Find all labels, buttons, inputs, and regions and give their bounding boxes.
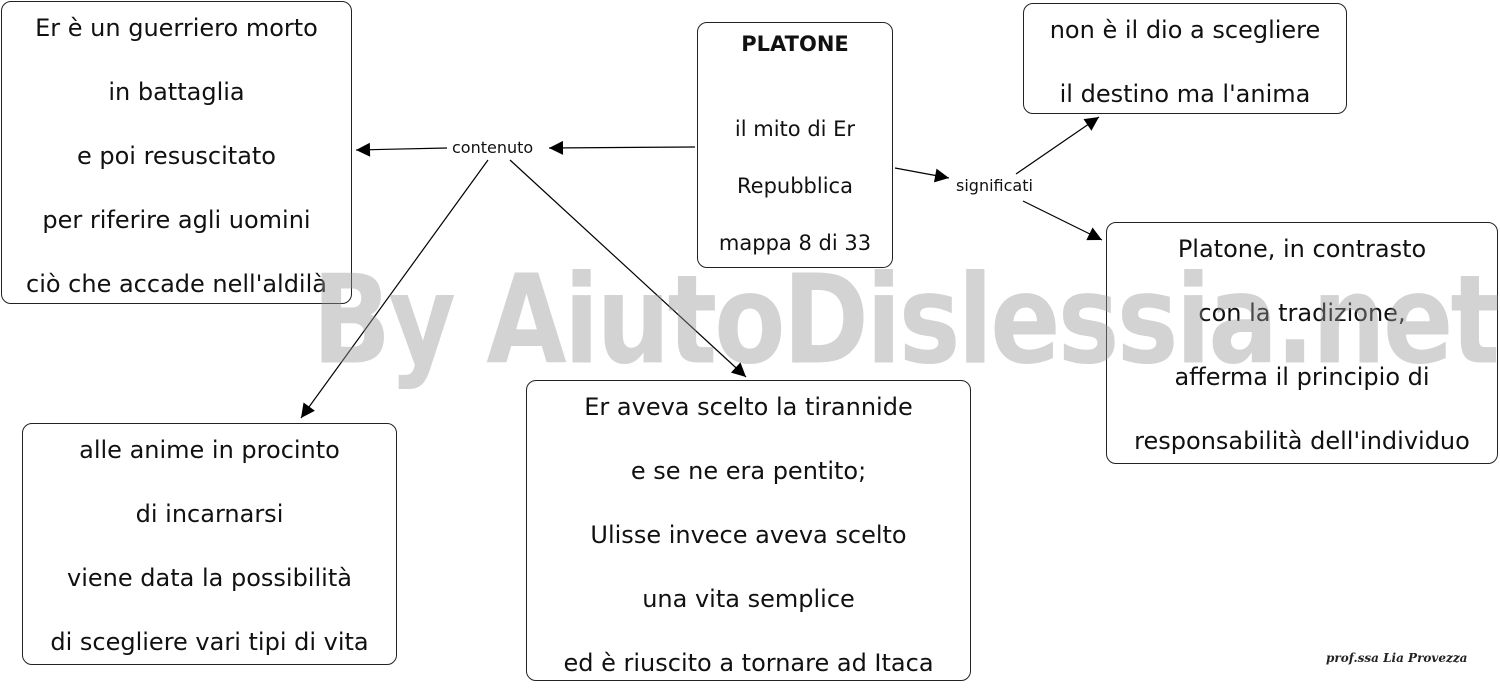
- link-label-significati: significati: [953, 176, 1036, 195]
- node-text: Repubblica: [737, 174, 853, 198]
- watermark: By AiutoDislessia.net: [312, 248, 1500, 392]
- node-platone: PLATONE il mito di Er Repubblica mappa 8…: [697, 22, 893, 268]
- node-text: Er è un guerriero morto: [35, 14, 318, 42]
- node-title: PLATONE: [741, 32, 849, 56]
- node-text: viene data la possibilità: [67, 564, 352, 592]
- node-contrasto: Platone, in contrasto con la tradizione,…: [1106, 222, 1498, 464]
- node-text: ed è riuscito a tornare ad Itaca: [563, 649, 934, 677]
- node-text: non è il dio a scegliere: [1049, 16, 1321, 44]
- connector-platone-significati: [894, 167, 950, 183]
- node-text: con la tradizione,: [1198, 299, 1406, 327]
- node-text: alle anime in procinto: [79, 436, 340, 464]
- node-text: di incarnarsi: [135, 500, 284, 528]
- node-text: e poi resuscitato: [76, 142, 276, 170]
- author-signature: prof.ssa Lia Provezza: [1326, 651, 1468, 665]
- node-text: Er aveva scelto la tirannide: [584, 393, 913, 421]
- node-text: ciò che accade nell'aldilà: [26, 270, 327, 298]
- node-text: afferma il principio di: [1174, 363, 1430, 391]
- node-text: il destino ma l'anima: [1059, 80, 1311, 108]
- node-text: una vita semplice: [642, 585, 855, 613]
- node-text: e se ne era pentito;: [630, 457, 867, 485]
- node-er-guerriero: Er è un guerriero morto in battaglia e p…: [1, 1, 352, 304]
- node-text: in battaglia: [108, 78, 245, 106]
- node-text: responsabilità dell'individuo: [1134, 427, 1470, 455]
- node-text: di scegliere vari tipi di vita: [50, 628, 369, 656]
- link-label-contenuto: contenuto: [449, 138, 537, 157]
- node-text: Platone, in contrasto: [1177, 235, 1427, 263]
- node-dio: non è il dio a scegliere il destino ma l…: [1023, 3, 1347, 114]
- connector-platone-contenuto: [548, 140, 696, 155]
- node-text: Ulisse invece aveva scelto: [590, 521, 907, 549]
- connector-significati-contrasto: [1022, 200, 1103, 241]
- connector-contenuto-er: [355, 142, 448, 157]
- node-text: per riferire agli uomini: [42, 206, 311, 234]
- node-anime: alle anime in procinto di incarnarsi vie…: [22, 423, 397, 665]
- node-text: il mito di Er: [734, 117, 856, 141]
- node-tirannide: Er aveva scelto la tirannide e se ne era…: [526, 380, 971, 681]
